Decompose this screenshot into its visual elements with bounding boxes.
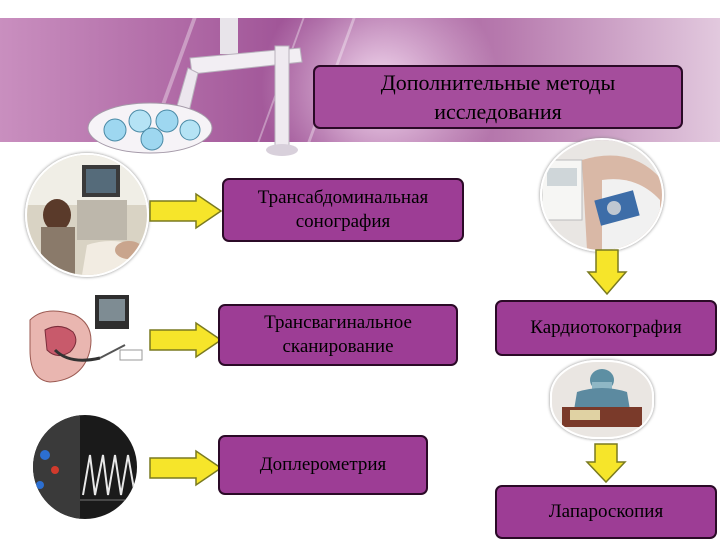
arrow-right-icon xyxy=(149,321,223,359)
arrow-right-icon xyxy=(149,192,223,230)
method-label: Лапароскопия xyxy=(548,501,664,522)
ultrasound-exam-photo xyxy=(25,153,149,277)
method-label: Трансабдоминальная xyxy=(257,187,429,208)
method-label: сканирование xyxy=(282,336,394,357)
method-label: Доплерометрия xyxy=(259,454,387,475)
title-line2: исследования xyxy=(434,99,562,124)
title-line1: Дополнительные методы xyxy=(380,70,616,95)
method-label: Трансвагинальное xyxy=(264,312,412,333)
method-cardiotocography: Кардиотокография xyxy=(495,300,717,356)
arrow-down-icon xyxy=(585,443,627,484)
method-transabdominal: Трансабдоминальная сонография xyxy=(222,178,464,242)
laparoscopy-surgery-photo xyxy=(550,360,654,439)
method-transvaginal: Трансвагинальное сканирование xyxy=(218,304,458,366)
method-label: Кардиотокография xyxy=(530,317,682,338)
page-title: Дополнительные методы исследования xyxy=(313,65,683,129)
transvaginal-diagram xyxy=(25,290,145,390)
arrow-right-icon xyxy=(149,449,223,487)
ceiling-lamp-icon xyxy=(87,18,303,156)
method-label: сонография xyxy=(295,211,391,232)
method-laparoscopy: Лапароскопия xyxy=(495,485,717,539)
method-dopplerometry: Доплерометрия xyxy=(218,435,428,495)
ctg-monitoring-photo xyxy=(540,138,664,252)
arrow-down-icon xyxy=(586,249,628,296)
doppler-scan-image xyxy=(25,415,145,520)
